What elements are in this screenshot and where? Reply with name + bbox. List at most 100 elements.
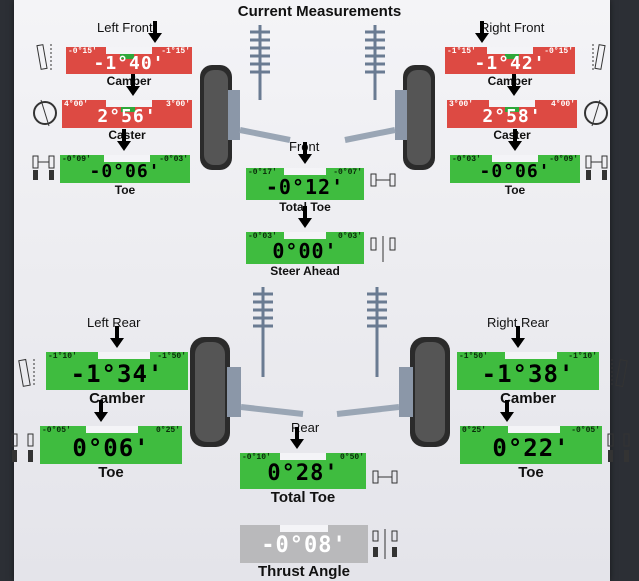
rr-camber-gauge: -1°50' -1°10' -1°38' <box>457 326 599 390</box>
rf-caster-pointer <box>507 74 521 96</box>
lr-toe-label: Toe <box>98 464 124 481</box>
rr-camber-min: -1°50' <box>459 352 488 361</box>
toe-diagram-icon <box>11 433 34 462</box>
lf-camber-max: -1°15' <box>161 47 190 56</box>
toe-diagram-icon <box>32 155 55 180</box>
lr-camber-min: -1°10' <box>48 352 77 361</box>
front-total-toe-max: -0°07' <box>333 168 362 177</box>
camber-diagram-icon <box>36 44 52 70</box>
lf-caster-max: 3°00' <box>165 100 190 109</box>
lr-toe-min: -0°05' <box>42 426 71 435</box>
steer-ahead-diagram-icon <box>370 236 396 262</box>
steer-ahead-min: -0°03' <box>248 232 277 241</box>
steer-ahead-value: 0°00' <box>272 239 338 263</box>
thrust-angle-value: -0°08' <box>261 533 347 558</box>
rr-toe-pointer <box>500 400 514 422</box>
lf-toe-min: -0°09' <box>62 155 91 164</box>
lf-camber-pointer <box>148 21 162 43</box>
rr-toe-min: 0°25' <box>462 426 487 435</box>
lf-toe-gauge: -0°09' -0°03' -0°06' <box>60 129 190 183</box>
rf-toe-gauge: -0°03' -0°09' -0°06' <box>450 129 580 183</box>
lr-toe-pointer <box>94 400 108 422</box>
caster-diagram-icon <box>584 99 608 127</box>
rf-toe-label: Toe <box>504 183 526 197</box>
lf-toe-max: -0°03' <box>159 155 188 164</box>
rf-camber-min: -1°15' <box>447 47 476 56</box>
rr-toe-gauge: 0°25' -0°05' 0°22' <box>460 400 602 464</box>
lf-caster-pointer <box>126 74 140 96</box>
steer-ahead-gauge: -0°03' 0°03' 0°00' <box>246 206 364 264</box>
lf-toe-pointer <box>117 129 131 151</box>
rr-camber-pointer <box>511 326 525 348</box>
rr-toe-value: 0°22' <box>492 434 570 462</box>
rf-caster-label: Caster <box>493 128 531 142</box>
rear-right-wheel-assembly-image <box>336 287 450 447</box>
steer-ahead-label: Steer Ahead <box>270 264 340 278</box>
lr-toe-value: 0°06' <box>72 434 150 462</box>
camber-diagram-icon <box>592 44 606 70</box>
camber-diagram-icon <box>611 359 628 388</box>
front-total-toe-pointer <box>298 142 312 164</box>
rear-total-toe-min: -0°10' <box>242 453 271 462</box>
lf-camber-min: -0°15' <box>68 47 97 56</box>
front-left-wheel-assembly-image <box>200 25 291 170</box>
front-total-toe-min: -0°17' <box>248 168 277 177</box>
rf-camber-value: -1°42' <box>474 53 546 74</box>
rf-camber-max: -0°15' <box>544 47 573 56</box>
rr-toe-max: -0°05' <box>571 426 600 435</box>
rf-toe-pointer <box>508 129 522 151</box>
caster-diagram-icon <box>33 99 57 127</box>
total-toe-diagram-icon <box>370 173 396 187</box>
front-total-toe-value: -0°12' <box>265 175 345 199</box>
lf-caster-label: Caster <box>108 128 146 142</box>
rf-toe-max: -0°09' <box>549 155 578 164</box>
rear-left-wheel-assembly-image <box>190 287 304 447</box>
lf-camber-gauge: -0°15' -1°15' -1°40' <box>66 21 192 74</box>
lr-camber-label: Camber <box>89 390 145 407</box>
toe-diagram-icon <box>607 433 630 462</box>
lr-camber-value: -1°34' <box>70 360 164 388</box>
front-right-wheel-assembly-image <box>344 25 435 170</box>
total-toe-diagram-icon <box>372 470 398 484</box>
rf-caster-gauge: 3°00' 4°00' 2°58' <box>447 74 577 128</box>
steer-ahead-max: 0°03' <box>337 232 362 241</box>
right-rear-label: Right Rear <box>487 315 550 330</box>
left-front-label: Left Front <box>97 20 153 35</box>
rr-camber-value: -1°38' <box>481 360 575 388</box>
toe-diagram-icon <box>585 155 608 180</box>
lr-toe-gauge: -0°05' 0°25' 0°06' <box>40 400 182 464</box>
right-front-label: Right Front <box>480 20 545 35</box>
thrust-angle-gauge: -0°08' <box>240 525 368 563</box>
rr-camber-max: -1°10' <box>568 352 597 361</box>
left-rear-label: Left Rear <box>87 315 141 330</box>
rear-total-toe-value: 0°28' <box>267 461 339 486</box>
lf-toe-label: Toe <box>114 183 136 197</box>
lr-toe-max: 0°25' <box>155 426 180 435</box>
rr-toe-label: Toe <box>518 464 544 481</box>
lf-camber-label: Camber <box>106 74 152 88</box>
page-title: Current Measurements <box>237 3 402 20</box>
rf-caster-value: 2°58' <box>482 106 542 127</box>
rf-caster-max: 4°00' <box>550 100 575 109</box>
lr-camber-gauge: -1°10' -1°50' -1°34' <box>46 326 188 390</box>
rf-toe-min: -0°03' <box>452 155 481 164</box>
lf-camber-value: -1°40' <box>93 53 165 74</box>
lf-toe-value: -0°06' <box>89 161 161 182</box>
thrust-angle-label: Thrust Angle <box>258 563 350 580</box>
rf-camber-pointer <box>475 21 489 43</box>
rf-toe-value: -0°06' <box>479 161 551 182</box>
rear-total-toe-gauge: -0°10' 0°50' 0°28' <box>240 427 366 489</box>
rear-total-toe-max: 0°50' <box>339 453 364 462</box>
rr-camber-label: Camber <box>500 390 556 407</box>
rear-total-toe-label: Total Toe <box>270 489 336 506</box>
rf-camber-label: Camber <box>487 74 533 88</box>
lf-caster-gauge: 4°00' 3°00' 2°56' <box>62 74 192 128</box>
thrust-angle-diagram-icon <box>372 529 398 559</box>
front-total-toe-gauge: -0°17' -0°07' -0°12' <box>246 142 364 200</box>
lr-camber-pointer <box>110 326 124 348</box>
lf-caster-value: 2°56' <box>97 106 157 127</box>
rf-caster-min: 3°00' <box>449 100 474 109</box>
lr-camber-max: -1°50' <box>157 352 186 361</box>
rf-camber-gauge: -1°15' -0°15' -1°42' <box>445 21 575 74</box>
camber-diagram-icon <box>18 358 35 387</box>
